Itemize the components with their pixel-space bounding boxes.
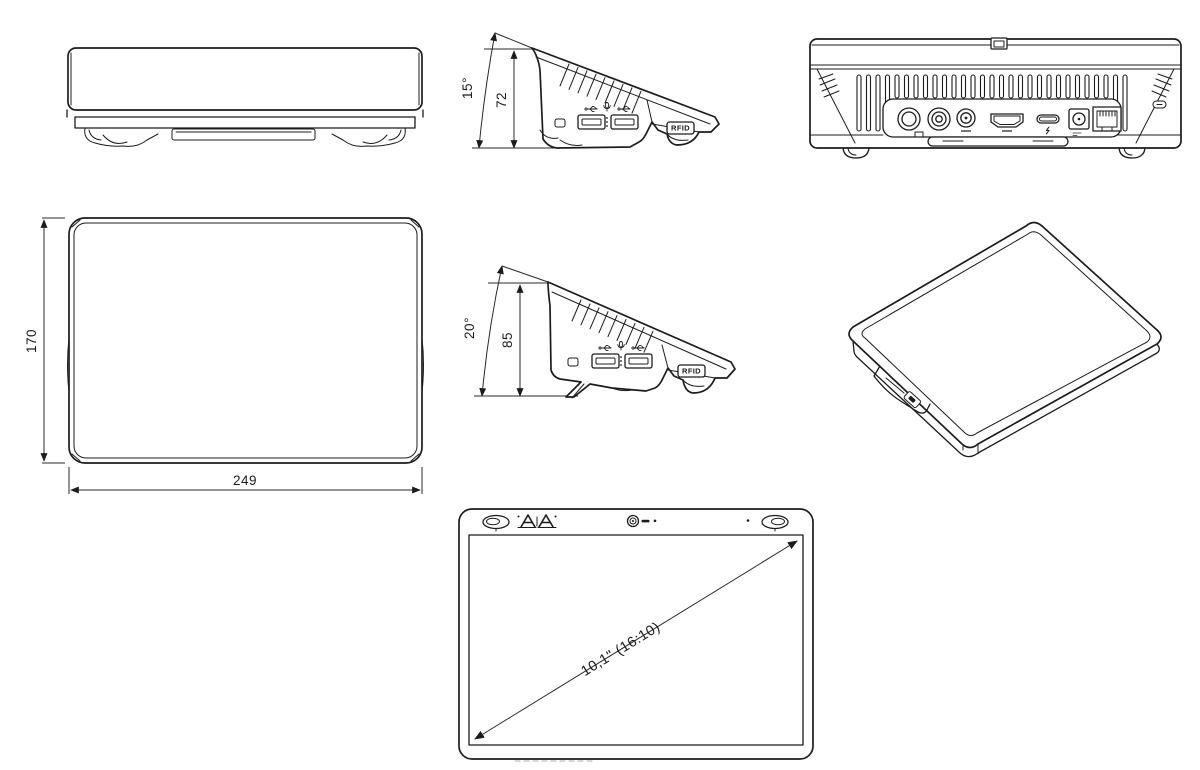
- dimension-width-249: 249: [68, 467, 423, 494]
- corner-vent-right: [1151, 73, 1173, 98]
- right-foot: [1118, 147, 1146, 159]
- hdmi-port: [990, 113, 1024, 132]
- brand-logo: [517, 514, 557, 528]
- lock-slot-icon: [567, 357, 579, 367]
- depth-label: 170: [24, 329, 39, 353]
- corner-vent-left: [818, 73, 840, 98]
- usb-port-1: [577, 114, 606, 130]
- speaker-icon: [482, 514, 510, 532]
- dc-jack: [1068, 108, 1090, 136]
- side-view-15deg: 15° 72: [460, 32, 720, 149]
- left-foot: [84, 127, 159, 147]
- isometric-view: [848, 221, 1162, 458]
- bottom-stand-bar: [927, 136, 1069, 147]
- camera-icon: [626, 514, 657, 528]
- angle-label: 15°: [460, 77, 475, 99]
- height-label: 72: [494, 92, 509, 108]
- dimension-height-72: 72: [472, 48, 572, 149]
- lock-slot-icon: [554, 118, 566, 128]
- left-foot: [842, 147, 870, 159]
- dimension-angle-20: 20°: [462, 265, 549, 397]
- round-port-1: [897, 107, 924, 138]
- mic-dots: [620, 356, 622, 366]
- device-silhouette: RFID: [547, 281, 736, 399]
- height-label: 85: [500, 332, 515, 348]
- angle-label: 20°: [462, 317, 477, 339]
- usb-icon: [617, 105, 631, 113]
- width-label: 249: [233, 473, 257, 488]
- front-view-folded: [66, 47, 424, 147]
- rear-view: [809, 37, 1182, 159]
- dimension-depth-170: 170: [24, 217, 65, 464]
- device-outline: [66, 47, 424, 147]
- top-view: 170 249: [24, 217, 424, 494]
- device-outline: [67, 217, 424, 464]
- ethernet-port: [1092, 106, 1122, 132]
- mic-dots: [606, 117, 608, 127]
- usb-c-port: [1036, 114, 1060, 135]
- top-clip: [990, 37, 1008, 50]
- screen-area: [468, 534, 804, 746]
- ambient-sensor-dot: [746, 519, 750, 522]
- vent-grille: [559, 63, 642, 114]
- svg-text:RFID: RFID: [682, 367, 701, 376]
- side-view-20deg: 20° 85: [462, 265, 736, 399]
- usb-icon: [584, 105, 598, 113]
- dimension-height-85: 85: [474, 282, 578, 397]
- device-silhouette: RFID: [531, 47, 720, 149]
- edge-foot-and-port: [873, 365, 931, 414]
- usb-icon: [598, 344, 612, 352]
- usb-icon: [631, 344, 645, 352]
- microphone-icon: [617, 341, 625, 351]
- device-outline: [848, 221, 1162, 458]
- rfid-label: RFID: [677, 364, 706, 378]
- lock-slot-icon: [1152, 100, 1167, 109]
- usb-port-2: [624, 353, 653, 369]
- front-slot: [171, 128, 316, 141]
- vent-grille: [571, 299, 654, 353]
- round-port-3: [956, 108, 976, 132]
- right-foot: [331, 127, 406, 147]
- round-port-2: [927, 107, 951, 131]
- display-view: 10,1" (16:10): [458, 508, 814, 762]
- dimension-angle-15: 15°: [460, 32, 533, 149]
- usb-port-1: [591, 353, 620, 369]
- speaker-icon: [761, 514, 789, 532]
- microphone-icon: [603, 102, 611, 112]
- usb-port-2: [610, 114, 639, 130]
- svg-text:RFID: RFID: [671, 124, 690, 133]
- rfid-label: RFID: [666, 121, 695, 135]
